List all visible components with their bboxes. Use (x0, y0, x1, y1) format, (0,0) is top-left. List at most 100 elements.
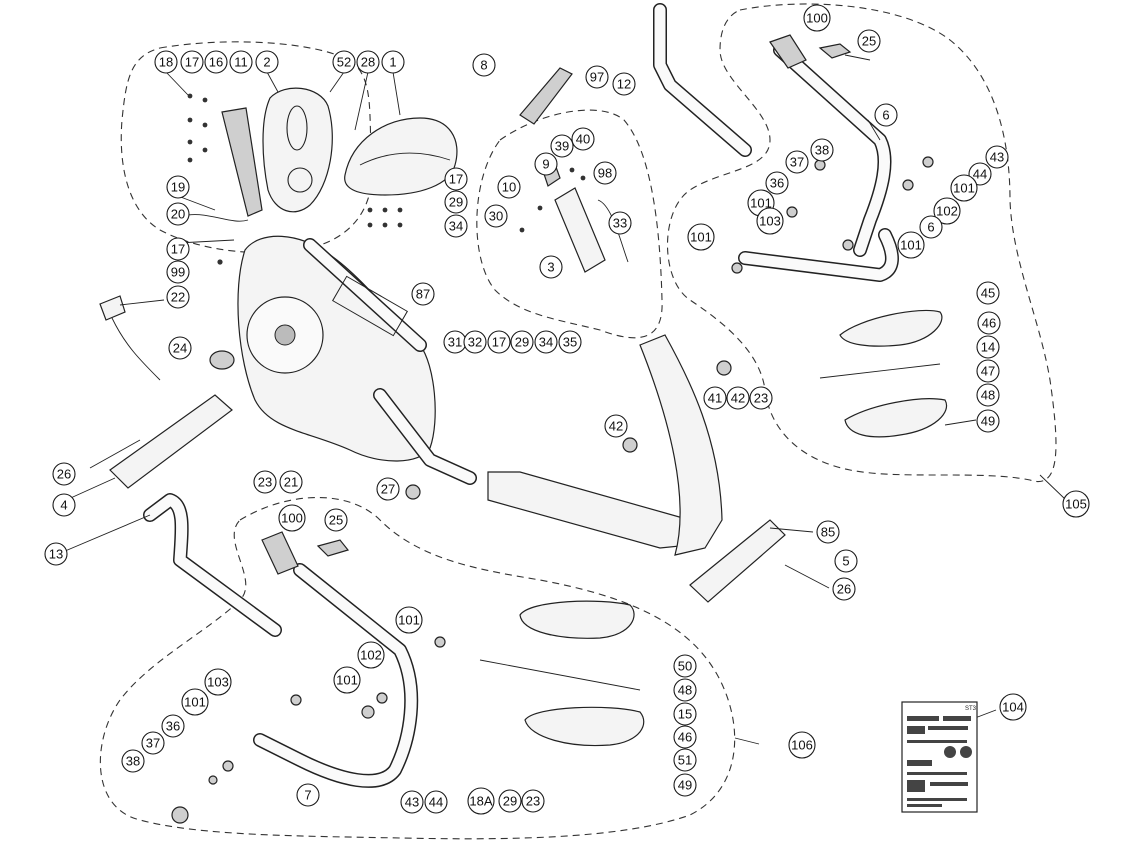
callout-label: 101 (398, 613, 420, 628)
callout-circle (204, 668, 232, 696)
part-callout-38: 38 (810, 138, 834, 162)
part-callout-101: 101 (395, 606, 423, 634)
callout-circle (166, 260, 190, 284)
part-callout-103: 103 (756, 207, 784, 235)
part-callout-27: 27 (376, 477, 400, 501)
callout-label: 44 (429, 795, 443, 810)
part-callout-18A: 18A (467, 787, 495, 815)
callout-circle (950, 174, 978, 202)
seat-bolts (187, 93, 403, 265)
callout-label: 39 (555, 139, 569, 154)
callout-label: 26 (57, 467, 71, 482)
right-handlebar-inner (654, 4, 751, 156)
callout-label: 32 (468, 335, 482, 350)
right-pedal-bracket (819, 363, 941, 379)
callout-circle (558, 330, 582, 354)
seat-parts (187, 87, 458, 265)
callout-label: 41 (708, 391, 722, 406)
callout-label: 51 (678, 753, 692, 768)
callout-label: 22 (171, 290, 185, 305)
callout-circle (976, 359, 1000, 383)
part-callout-46: 46 (673, 725, 697, 749)
callout-label: 37 (146, 736, 160, 751)
right-bearing (902, 179, 914, 191)
callout-circle (376, 477, 400, 501)
callout-label: 29 (503, 794, 517, 809)
callout-circle (726, 386, 750, 410)
callout-label: 28 (361, 55, 375, 70)
right-lower-arm-inner (739, 229, 898, 281)
callout-circle (141, 731, 165, 755)
callout-label: 36 (770, 176, 784, 191)
part-callout-23: 23 (521, 789, 545, 813)
part-callout-43: 43 (400, 790, 424, 814)
left-spring (261, 531, 299, 575)
callout-label: 1 (389, 55, 396, 70)
callout-label: 5 (842, 554, 849, 569)
part-callout-50: 50 (673, 654, 697, 678)
callout-label: 49 (981, 414, 995, 429)
part-callout-49: 49 (673, 773, 697, 797)
callout-circle (332, 50, 356, 74)
callout-circle (673, 773, 697, 797)
part-callout-25: 25 (324, 508, 348, 532)
part-callout-44: 44 (424, 790, 448, 814)
callout-label: 2 (263, 55, 270, 70)
part-callout-99: 99 (166, 260, 190, 284)
left-pedal-top (519, 600, 635, 639)
callout-circle (253, 470, 277, 494)
callout-circle (539, 255, 563, 279)
part-callout-101: 101 (333, 666, 361, 694)
part-callout-45: 45 (976, 281, 1000, 305)
callout-label: 9 (542, 157, 549, 172)
seat-cushion (344, 117, 458, 196)
part-callout-29: 29 (444, 190, 468, 214)
callout-circle (497, 175, 521, 199)
part-callout-6: 6 (874, 103, 898, 127)
axle-bushing-right (716, 360, 732, 376)
part-callout-101: 101 (687, 223, 715, 251)
callout-circle (357, 641, 385, 669)
callout-circle (324, 508, 348, 532)
callout-label: 34 (449, 219, 463, 234)
part-callout-13: 13 (44, 542, 68, 566)
part-callout-51: 51 (673, 748, 697, 772)
callout-label: 23 (258, 475, 272, 490)
part-callout-41: 41 (703, 386, 727, 410)
callout-label: 18A (469, 794, 492, 809)
callout-label: 100 (281, 511, 303, 526)
callout-circle (229, 50, 253, 74)
callout-label: 27 (381, 482, 395, 497)
part-callout-39: 39 (550, 134, 574, 158)
callout-circle (181, 688, 209, 716)
part-callout-20: 20 (166, 202, 190, 226)
callout-circle (756, 207, 784, 235)
callout-circle (604, 414, 628, 438)
callout-circle (788, 731, 816, 759)
part-callout-34: 34 (444, 214, 468, 238)
part-callout-5: 5 (834, 549, 858, 573)
callout-label: 47 (981, 364, 995, 379)
rear-stabilizer (109, 394, 233, 489)
callout-circle (52, 493, 76, 517)
seat-back-handle-slot (286, 105, 308, 151)
callout-circle (52, 462, 76, 486)
part-callout-9: 9 (534, 152, 558, 176)
left-handlebar-inner (144, 494, 281, 636)
right-cap (922, 156, 934, 168)
callout-label: 45 (981, 286, 995, 301)
callout-circle (279, 470, 303, 494)
callout-circle (487, 330, 511, 354)
callout-label: 35 (563, 335, 577, 350)
callout-circle (333, 666, 361, 694)
callout-label: 38 (815, 143, 829, 158)
callout-label: 40 (576, 132, 590, 147)
parts-sheet-label: ST3 (965, 706, 977, 712)
left-pedal-bottom (524, 706, 645, 747)
power-cord (111, 317, 161, 381)
callout-circle (166, 202, 190, 226)
part-callout-37: 37 (785, 150, 809, 174)
callout-circle (571, 127, 595, 151)
